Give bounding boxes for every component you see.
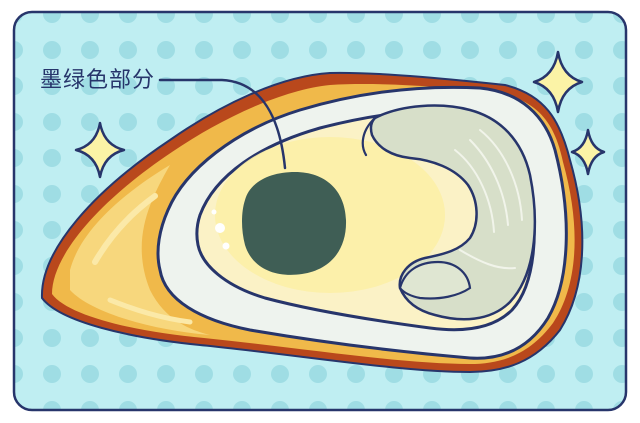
callout-label: 墨绿色部分 <box>40 68 156 93</box>
sparkle-icon <box>532 50 584 114</box>
sparkle-icon <box>570 128 606 176</box>
callout-leader-line <box>158 78 287 170</box>
sparkle-icon <box>74 121 126 179</box>
dark-green-spot <box>242 172 347 275</box>
